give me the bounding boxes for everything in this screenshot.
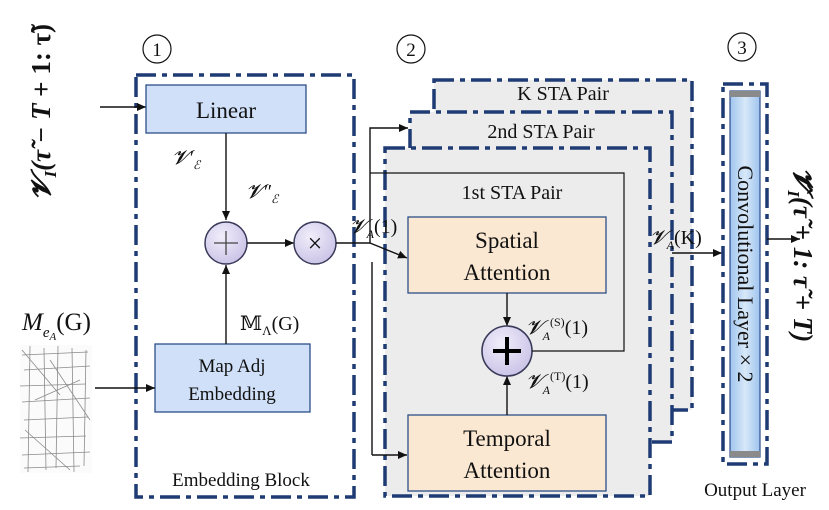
sta-add-operator [481,325,533,377]
linear-block [145,84,307,134]
temporal-attention-label-1: Temporal [463,426,551,451]
conv-layer-block [729,90,761,458]
v-e-prime-symbol: 𝓥′ℰ [172,147,202,172]
add-operator [204,221,248,265]
map-adj-label-1: Map Adj [198,356,265,377]
temporal-attention-block [407,414,607,492]
svg-text:3: 3 [737,38,747,59]
section-marker-1: 1 [142,34,172,64]
m-lambda-symbol: 𝕄Λ(G) [240,313,299,338]
svg-text:𝓥̂I(τ̃ + 1: τ̃ + T): 𝓥̂I(τ̃ + 1: τ̃ + T) [784,168,818,343]
output-layer-border [721,82,769,466]
section-marker-2: 2 [396,34,426,64]
input-label: 𝓥I(τ̃ − T + 1: τ̃) [26,24,60,200]
v-as1-symbol: 𝓥A(S)(1) [526,315,588,343]
first-sta-pair-label: 1st STA Pair [462,182,563,204]
road-map-image [19,345,92,473]
spatial-attention-label-1: Spatial [475,228,539,253]
svg-text:𝓥I(τ̃ − T + 1: τ̃): 𝓥I(τ̃ − T + 1: τ̃) [26,24,60,200]
multiply-operator: × [293,221,337,265]
svg-text:×: × [308,229,323,258]
section-marker-3: 3 [727,32,757,62]
linear-label: Linear [196,98,256,123]
conv-layer-label: Convolutional Layer × 2 [733,165,758,382]
embedding-block-border [134,73,356,499]
map-adj-embedding-block [154,343,311,413]
output-label: 𝓥̂I(τ̃ + 1: τ̃ + T) [784,168,818,343]
k-sta-pair-label: K STA Pair [517,83,609,105]
v-e-double-prime-symbol: 𝓥″ℰ [246,181,280,206]
v-a1-symbol: 𝓥A(1) [350,216,397,241]
svg-text:1: 1 [152,40,162,61]
v-ak-symbol: 𝓥A(K) [650,227,702,252]
embedding-block-label: Embedding Block [172,470,310,491]
map-adj-label-2: Embedding [188,384,276,405]
temporal-attention-label-2: Attention [464,458,551,483]
output-layer-label: Output Layer [704,480,807,501]
spatial-attention-block [407,216,607,294]
svg-text:2: 2 [406,40,416,61]
second-sta-pair-label: 2nd STA Pair [487,121,595,143]
map-input-label: MeA(G) [21,309,91,343]
spatial-attention-label-2: Attention [464,260,551,285]
